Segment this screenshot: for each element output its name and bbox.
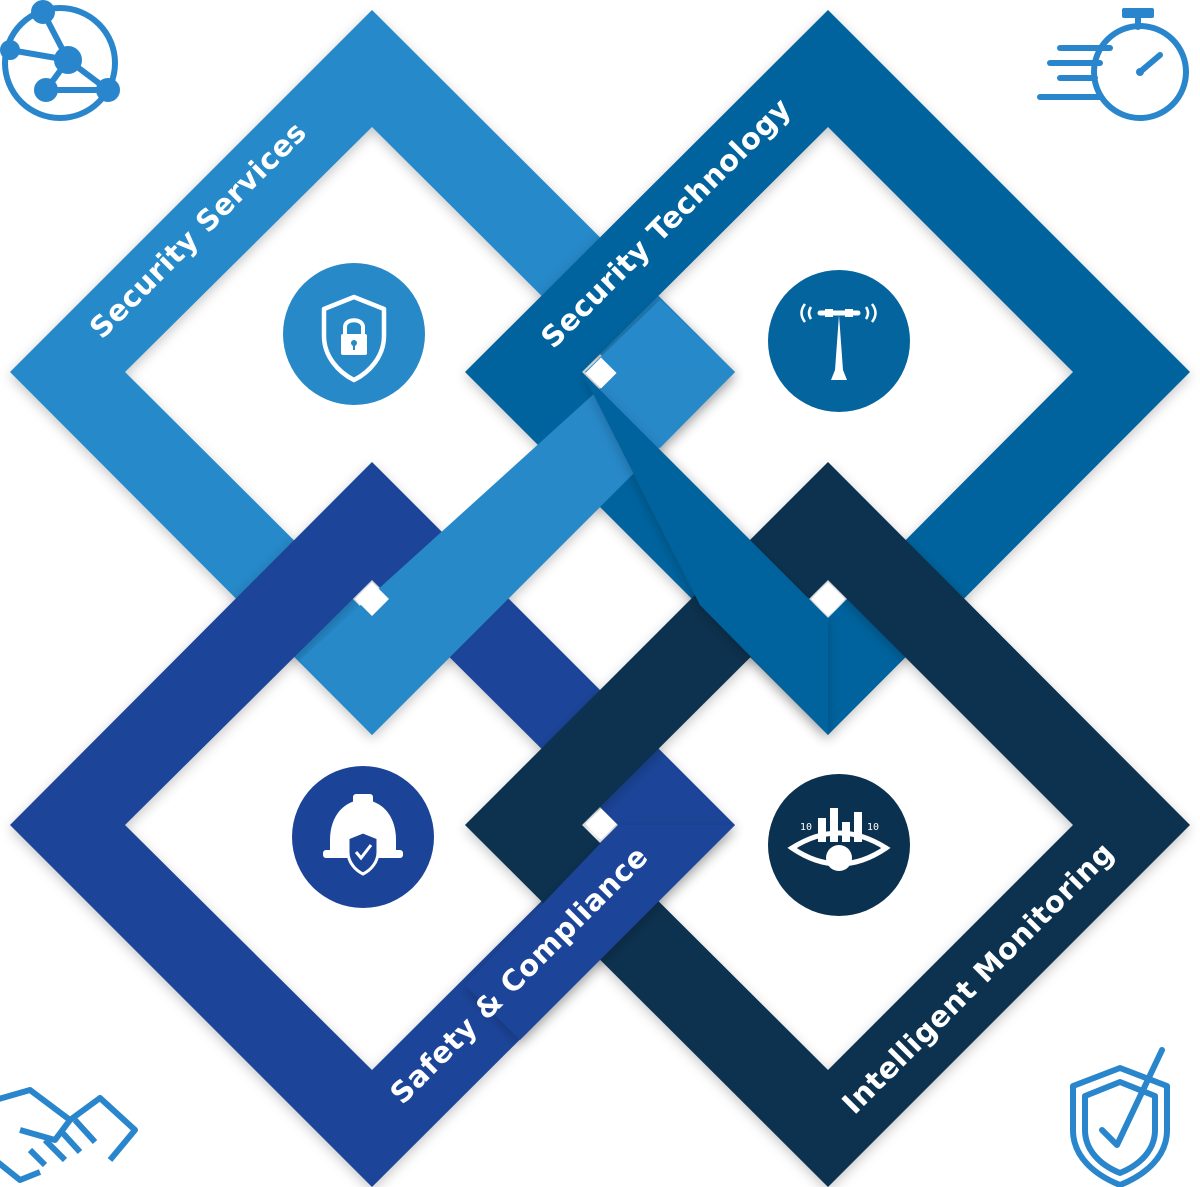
ring-intelligent-monitoring (465, 462, 1190, 1187)
sensor-tower-icon (768, 270, 910, 412)
globe-network-icon (0, 0, 120, 121)
ring-security-technology (465, 10, 1190, 735)
weave-overlap-bl (465, 825, 735, 1040)
hard-hat-shield-icon (292, 766, 434, 908)
svg-text:10: 10 (800, 822, 812, 833)
cross-gap-left (355, 582, 389, 616)
cross-gap-top (585, 357, 617, 389)
weave-overlap-tr (582, 372, 828, 735)
eye-data-icon: 10 10 (768, 774, 910, 916)
label-security-services: Security Services (83, 115, 313, 345)
weave-overlap-ts-band (300, 372, 735, 735)
stopwatch-speed-icon (1037, 8, 1189, 121)
handshake-icon (0, 1087, 138, 1183)
shield-lock-icon (283, 263, 425, 405)
cross-gap-right (811, 582, 845, 616)
label-safety-compliance: Safety & Compliance (383, 839, 654, 1110)
ring-security-services (10, 10, 735, 735)
svg-text:10: 10 (867, 822, 879, 833)
shield-check-icon (1070, 1047, 1170, 1187)
